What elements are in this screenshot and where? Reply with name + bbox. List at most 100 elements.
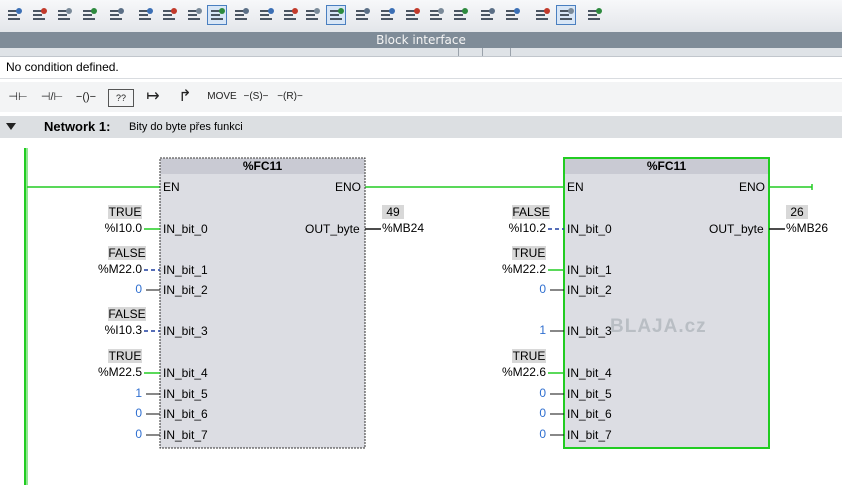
block-name[interactable]: %FC11 [646, 159, 687, 173]
in-pin-label: IN_bit_7 [163, 428, 208, 442]
open-branch-button[interactable]: ↦ [146, 88, 160, 105]
ladder-wiring [24, 148, 813, 485]
in-pin-label: IN_bit_6 [567, 407, 612, 421]
splitter-tick [482, 48, 483, 56]
clear-icon[interactable] [378, 6, 396, 24]
nc-contact-button[interactable]: ⊣/⊢ [40, 91, 64, 103]
network-header[interactable]: Network 1: Bity do byte přes funkci [0, 116, 842, 138]
input-operand[interactable]: %M22.2 [501, 262, 546, 276]
show-list-icon[interactable] [303, 6, 321, 24]
block-interface-splitter[interactable] [0, 48, 842, 57]
in-pin-label: IN_bit_5 [567, 387, 612, 401]
output-operand[interactable]: %MB24 [382, 221, 425, 235]
in-pin-label: IN_bit_6 [163, 407, 208, 421]
output-value: 49 [382, 205, 404, 219]
divider [0, 78, 842, 79]
editor-toolbar [0, 0, 842, 33]
branch-icon[interactable] [503, 6, 521, 24]
input-operand[interactable]: %I10.3 [104, 323, 142, 337]
in-pin-label: IN_bit_2 [163, 283, 208, 297]
free-comment-icon[interactable] [207, 5, 227, 25]
add-row-icon[interactable] [80, 6, 98, 24]
input-status-value: FALSE [108, 307, 146, 321]
in-pin-label: IN_bit_1 [567, 263, 612, 277]
input-constant[interactable]: 0 [135, 282, 142, 296]
in-pin-label: IN_bit_2 [567, 283, 612, 297]
input-constant[interactable]: 0 [539, 406, 546, 420]
absolute-operands-icon[interactable] [136, 6, 154, 24]
open-block-icon[interactable] [403, 6, 421, 24]
input-status-value: TRUE [512, 246, 546, 260]
eno-pin-label: ENO [739, 180, 766, 194]
input-status-value: FALSE [108, 246, 146, 260]
breakpoint-icon[interactable] [353, 6, 371, 24]
ladder-instruction-toolbar: ⊣⊢ ⊣/⊢ −()− ?? ↦ ↱ MOVE −(S)− −(R)− [0, 82, 842, 112]
go-to-icon[interactable] [257, 6, 275, 24]
monitor-icon[interactable] [281, 6, 299, 24]
splitter-tick [510, 48, 511, 56]
in-pin-label: IN_bit_7 [567, 428, 612, 442]
input-constant[interactable]: 0 [539, 386, 546, 400]
tags-icon[interactable] [478, 6, 496, 24]
stop-icon[interactable] [585, 6, 603, 24]
no-contact-button[interactable]: ⊣⊢ [8, 91, 28, 103]
function-block[interactable] [563, 157, 770, 449]
block-condition-text: No condition defined. [6, 60, 119, 74]
in-pin-label: IN_bit_4 [163, 366, 208, 380]
edit-icon[interactable] [326, 5, 346, 25]
watermark: BLAJA.cz [610, 316, 707, 337]
network-title[interactable]: Bity do byte přes funkci [129, 121, 243, 133]
empty-box-button[interactable]: ?? [108, 89, 134, 107]
function-block[interactable] [159, 157, 366, 449]
observe-icon[interactable] [533, 6, 551, 24]
set-coil-button[interactable]: −(S)− [243, 91, 269, 102]
compare-icon[interactable] [427, 6, 445, 24]
diagnose-icon[interactable] [107, 6, 125, 24]
input-status-value: TRUE [512, 349, 546, 363]
splitter-tick [458, 48, 459, 56]
input-operand[interactable]: %M22.6 [501, 365, 546, 379]
input-constant[interactable]: 0 [135, 406, 142, 420]
input-constant[interactable]: 1 [539, 323, 546, 337]
delete-network-icon[interactable] [30, 6, 48, 24]
input-constant[interactable]: 1 [135, 386, 142, 400]
eno-pin-label: ENO [335, 180, 362, 194]
output-operand[interactable]: %MB26 [786, 221, 829, 235]
in-pin-label: IN_bit_1 [163, 263, 208, 277]
input-status-value: TRUE [108, 349, 142, 363]
input-constant[interactable]: 0 [539, 282, 546, 296]
out-pin-label: OUT_byte [305, 222, 360, 236]
favorites-icon[interactable] [232, 6, 250, 24]
insert-network-icon[interactable] [5, 6, 23, 24]
insert-row-icon[interactable] [55, 6, 73, 24]
input-operand[interactable]: %M22.5 [97, 365, 142, 379]
comments-icon[interactable] [185, 6, 203, 24]
input-constant[interactable]: 0 [135, 427, 142, 441]
input-operand[interactable]: %M22.0 [97, 262, 142, 276]
out-pin-label: OUT_byte [709, 222, 764, 236]
input-operand[interactable]: %I10.2 [508, 221, 546, 235]
in-pin-label: IN_bit_4 [567, 366, 612, 380]
block-header [565, 159, 768, 174]
monitoring-icon[interactable] [556, 5, 576, 25]
in-pin-label: IN_bit_3 [163, 324, 208, 338]
block-interface-bar[interactable]: Block interface [0, 32, 842, 48]
coil-button[interactable]: −()− [75, 91, 97, 103]
collapse-arrow-icon[interactable] [6, 123, 16, 130]
block-name[interactable]: %FC11 [242, 159, 283, 173]
network-label: Network 1: [44, 119, 111, 134]
in-pin-label: IN_bit_0 [567, 222, 612, 236]
reset-coil-button[interactable]: −(R)− [277, 91, 303, 102]
output-value: 26 [786, 205, 808, 219]
networks-on-off-icon[interactable] [160, 6, 178, 24]
input-constant[interactable]: 0 [539, 427, 546, 441]
move-button[interactable]: MOVE [207, 91, 237, 102]
input-status-value: FALSE [512, 205, 550, 219]
input-operand[interactable]: %I10.0 [104, 221, 142, 235]
in-pin-label: IN_bit_5 [163, 387, 208, 401]
in-pin-label: IN_bit_3 [567, 324, 612, 338]
en-pin-label: EN [163, 180, 180, 194]
download-icon[interactable] [451, 6, 469, 24]
close-branch-button[interactable]: ↱ [178, 88, 192, 105]
